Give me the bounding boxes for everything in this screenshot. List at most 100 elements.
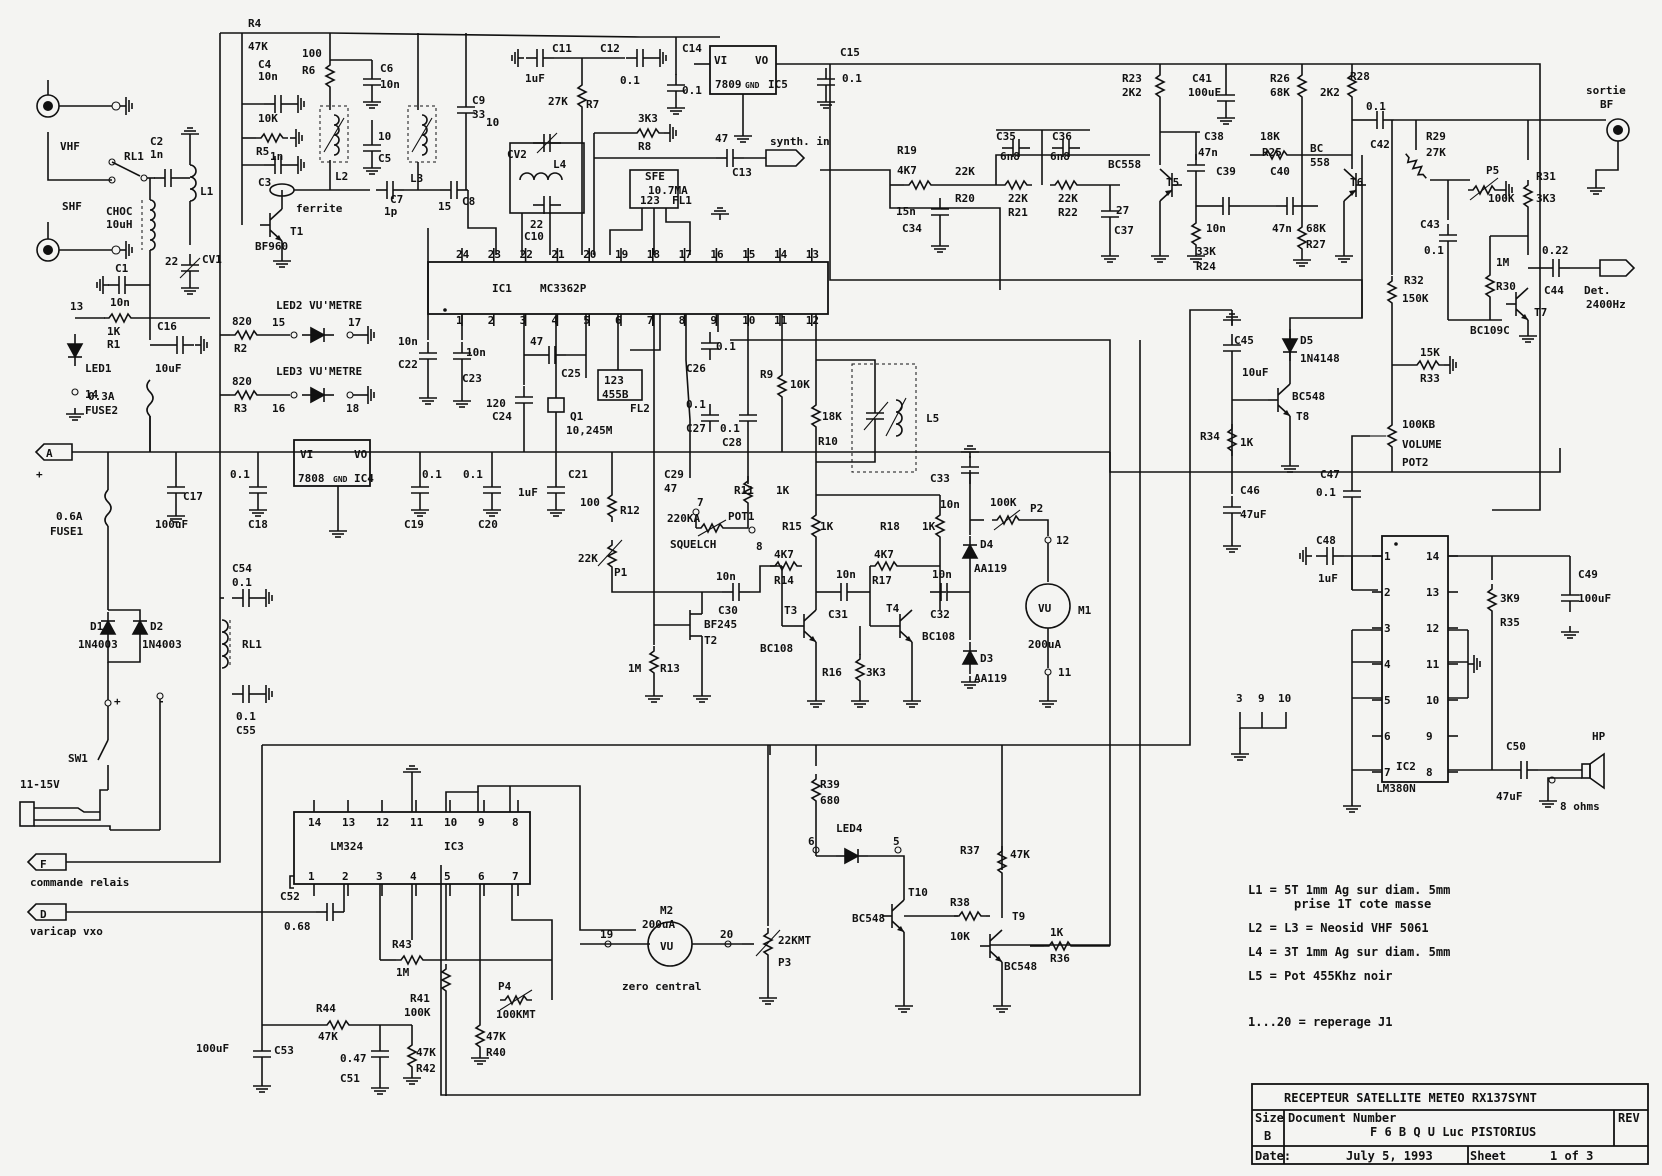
component-label: D1 [90,620,104,633]
component-label: F [40,858,47,871]
component-label: D4 [980,538,994,551]
component-label: C14 [682,42,702,55]
component-label: 0.68 [284,920,311,933]
led2-icon [301,327,335,343]
component-label: C47 [1320,468,1340,481]
component-label: 1N4003 [142,638,182,651]
component-label: 0.1 [1424,244,1444,257]
component-label: 47 [664,482,677,495]
component-label: 2K2 [1122,86,1142,99]
component-label: 3K3 [638,112,658,125]
component-label: C42 [1370,138,1390,151]
pin-label: 10 [1426,694,1439,707]
component-label: 100K [990,496,1017,509]
component-label: IC2 [1396,760,1416,773]
pin-label: 17 [679,248,692,261]
component-label: C18 [248,518,268,531]
pin-label: 1 [308,870,315,883]
component-label: 0.1 [230,468,250,481]
component-label: 15 [438,200,451,213]
component-label: 4K7 [774,548,794,561]
component-label: 680 [820,794,840,807]
component-label: R13 [660,662,680,675]
component-label: C36 [1052,130,1072,143]
component-label: C25 [561,367,581,380]
component-label: R26 [1270,72,1290,85]
component-label: IC4 [354,472,374,485]
component-label: 10 [378,130,391,143]
component-label: C5 [378,152,391,165]
component-label: R9 [760,368,773,381]
pin-label: 15 [742,248,755,261]
component-label: 100KMT [496,1008,536,1021]
component-label: - [158,695,165,708]
pin-label: 1 [456,314,463,327]
pin-label: 13 [1426,586,1439,599]
component-label: 820 [232,375,252,388]
component-label: 1K [107,325,121,338]
component-label: VO [755,54,769,67]
component-label: C2 [150,135,163,148]
component-label: 100 [580,496,600,509]
pin-label: 9 [1426,730,1433,743]
component-label: 18K [822,410,842,423]
pin-label: 2 [342,870,349,883]
component-label: M2 [660,904,673,917]
component-label: C3 [258,176,271,189]
component-label: 22 [165,255,178,268]
component-label: R40 [486,1046,506,1059]
component-label: P5 [1486,164,1499,177]
title-block: RECEPTEUR SATELLITE METEO RX137SYNT Size… [1251,1083,1649,1165]
component-label: 68K [1306,222,1326,235]
component-label: Q1 [570,410,584,423]
component-label: C53 [274,1044,294,1057]
component-label: 7809 [715,78,742,91]
component-label: 200uA [642,918,675,931]
component-label: 47 [715,132,728,145]
component-label: L1 = 5T 1mm Ag sur diam. 5mm [1248,883,1450,897]
component-label: 10n [940,498,960,511]
component-label: R33 [1420,372,1440,385]
t3-transistor-icon [793,609,817,643]
component-label: R44 [316,1002,336,1015]
pin-label: 8 [1426,766,1433,779]
component-label: LED1 [85,362,112,375]
component-label: VI [300,448,313,461]
component-label: C12 [600,42,620,55]
pin-label: 5 [444,870,451,883]
pin-label: 7 [512,870,519,883]
component-label: 4K7 [874,548,894,561]
ic2-lm380n [1381,535,1449,783]
component-label: VU [660,940,674,953]
component-label: P1 [614,566,628,579]
synth-in-label: synth. in [770,135,830,148]
pin-label: 23 [488,248,501,261]
component-label: L2 [335,170,348,183]
pin-label: 10 [742,314,755,327]
pin-label: 21 [551,248,565,261]
component-label: R6 [302,64,316,77]
component-label: T4 [886,602,900,615]
component-label: 12 [1056,534,1069,547]
component-label: T3 [784,604,797,617]
component-label: R12 [620,504,640,517]
led4-icon [835,848,869,864]
component-label: 6n8 [1050,150,1070,163]
component-label: 27K [548,95,568,108]
pin-label: 11 [774,314,788,327]
component-label: 7808 [298,472,325,485]
component-label: C28 [722,436,742,449]
component-label: 1M [1496,256,1510,269]
component-label: R1 [107,338,121,351]
component-label: R22 [1058,206,1078,219]
component-label: 47K [248,40,268,53]
pin-label: 13 [342,816,355,829]
component-label: CV1 [202,253,222,266]
component-label: 1K [820,520,834,533]
component-label: C30 [718,604,738,617]
varicap-vxo-label: varicap vxo [30,925,103,938]
pin-label: 5 [1384,694,1391,707]
component-label: 10n [466,346,486,359]
